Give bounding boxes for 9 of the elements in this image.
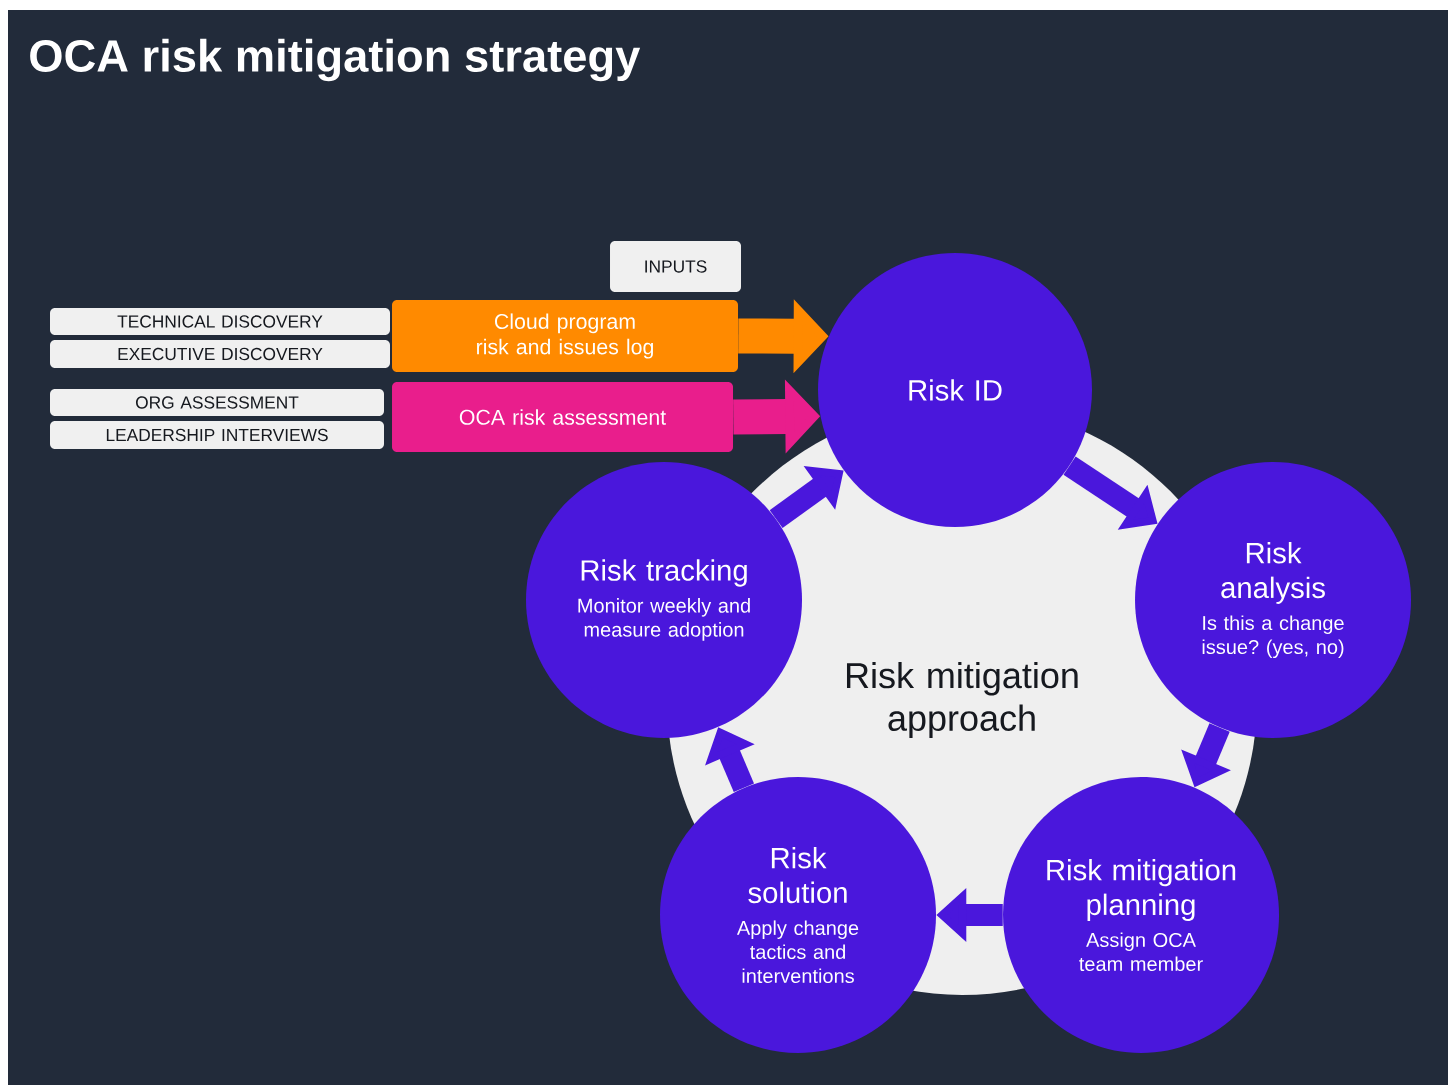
input-label-box: TECHNICAL DISCOVERY [50, 308, 390, 335]
input-label-box: EXECUTIVE DISCOVERY [50, 340, 390, 368]
center-label: Risk mitigation approach [847, 661, 1078, 739]
input-label-box: LEADERSHIP INTERVIEWS [50, 421, 384, 449]
input-box: Cloud program risk and issues log [392, 300, 738, 372]
input-box: OCA risk assessment [392, 382, 733, 452]
title: OCA risk mitigation strategy [30, 38, 641, 82]
input-label-box: ORG ASSESSMENT [50, 389, 384, 416]
input-label-box: INPUTS [610, 241, 741, 292]
